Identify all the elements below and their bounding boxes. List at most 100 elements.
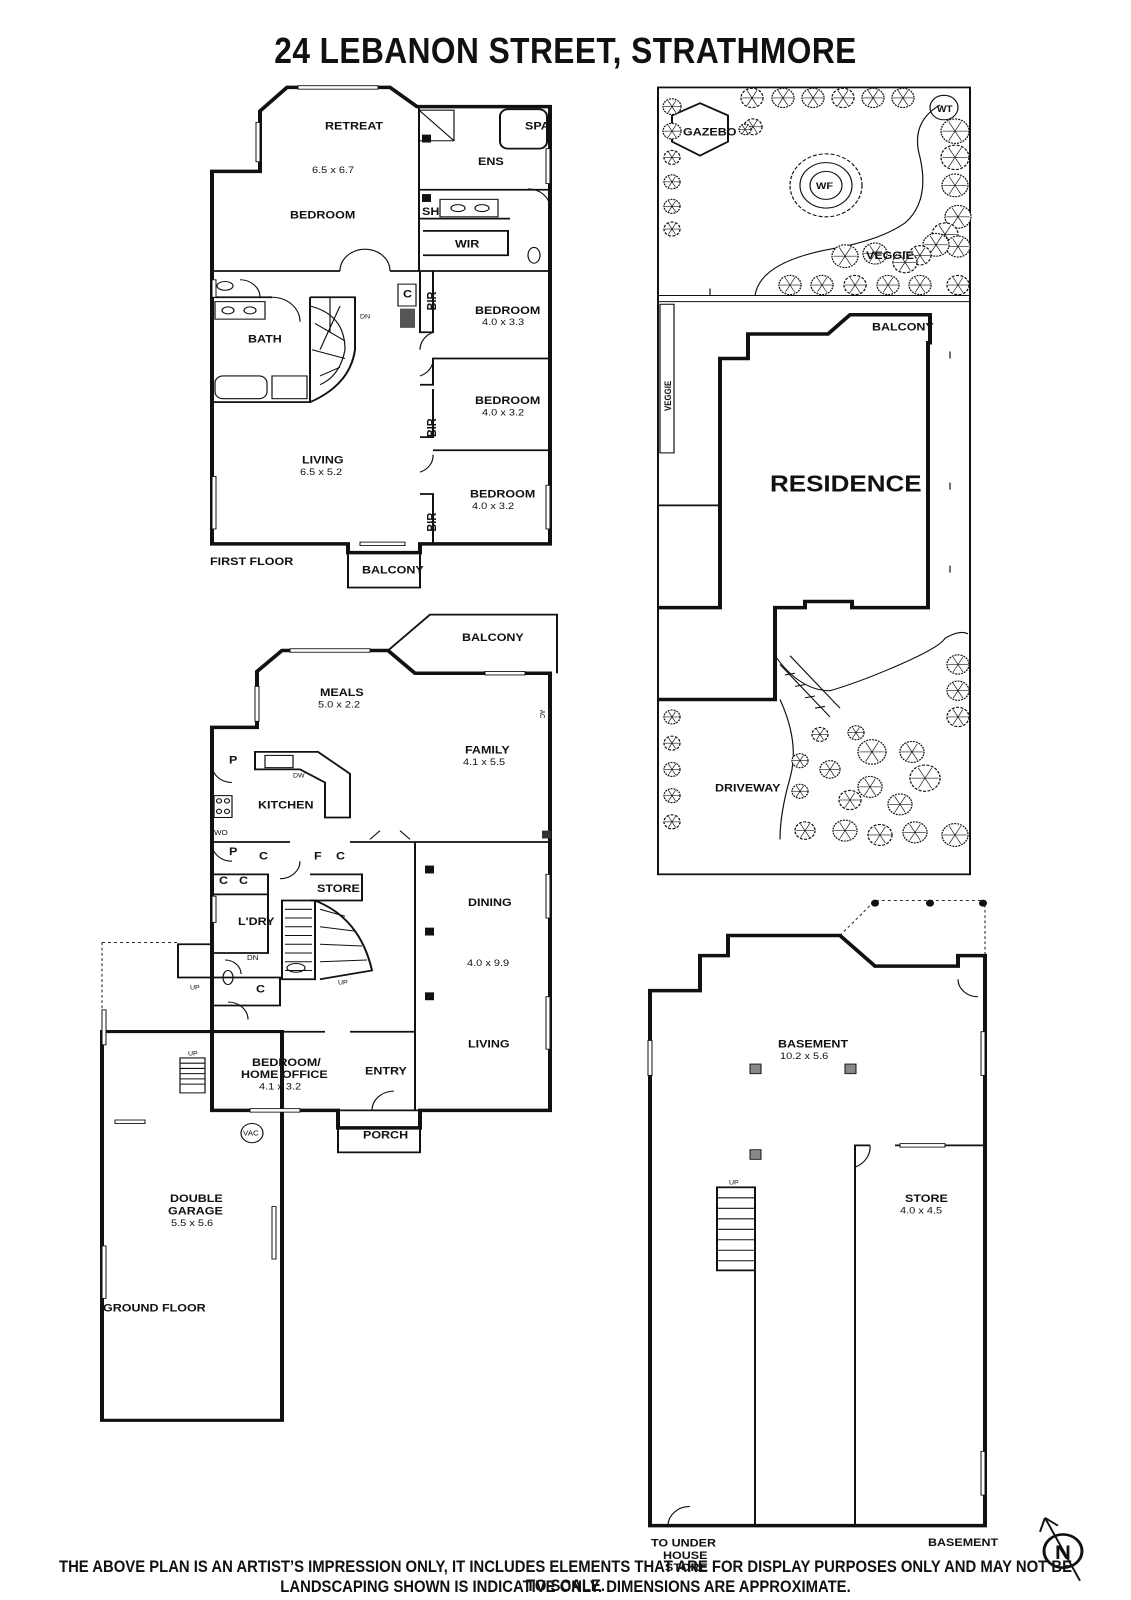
ff-bedroom2-dim: 4.0 x 3.3 — [482, 318, 524, 328]
tree-branch — [668, 228, 673, 235]
tree-branch — [948, 130, 956, 141]
tree-branch — [852, 727, 857, 733]
tree-branch — [837, 90, 844, 99]
gazebo — [671, 102, 729, 157]
tree-branch — [671, 228, 676, 235]
tree-branch — [671, 151, 676, 158]
tree-branch — [914, 284, 921, 293]
ff-bedroom4-dim: 4.0 x 3.2 — [472, 501, 514, 511]
site-residence-label: RESIDENCE — [770, 472, 922, 497]
ff-wir-label: WIR — [455, 238, 480, 250]
site-wt-label: WT — [937, 104, 953, 114]
tree-branch — [914, 247, 921, 256]
tree-branch — [829, 769, 835, 777]
gf-entry-label: ENTRY — [365, 1065, 407, 1077]
tree-branch — [872, 97, 879, 106]
tree-branch — [957, 246, 964, 255]
tree-branch — [777, 90, 784, 99]
gf-dw-label: DW — [293, 773, 305, 780]
first-floor-plan — [210, 85, 552, 589]
tree-branch — [796, 791, 801, 797]
basement-outer-wall — [648, 933, 987, 1528]
site-wf-label: WF — [816, 181, 833, 191]
tree-branch — [789, 284, 796, 293]
bath-shower — [271, 375, 308, 400]
tree-branch — [871, 742, 879, 753]
tree-branch — [957, 709, 964, 718]
ff-bedroom2-label: BEDROOM — [475, 305, 540, 317]
ff-bir1-label: BIR — [425, 291, 439, 310]
tree-branch — [784, 277, 791, 286]
tree-branch — [874, 245, 881, 254]
gf-garage-label2: GARAGE — [168, 1205, 223, 1217]
tree-branch — [954, 130, 962, 141]
gf-bedroom-office-label: BEDROOM/ — [252, 1056, 322, 1068]
tree-branch — [671, 100, 677, 107]
bsmt-up-label: UP — [729, 1180, 739, 1187]
gf-kitchen-label: KITCHEN — [258, 799, 314, 811]
tree-branch — [816, 728, 821, 735]
bsmt-basement-label: BASEMENT — [778, 1038, 849, 1050]
tree-branch — [668, 151, 673, 158]
gf-living-label: LIVING — [468, 1038, 510, 1050]
gf-dining-label: DINING — [468, 896, 512, 908]
gf-up3-label: UP — [188, 1051, 198, 1058]
tree-branch — [944, 225, 952, 235]
tree-branch — [816, 277, 823, 286]
tree-branch — [855, 727, 860, 733]
ff-ens-label: ENS — [478, 156, 504, 168]
tree-branch — [799, 755, 804, 761]
gf-c1-label: C — [259, 850, 269, 862]
tree-branch — [906, 743, 913, 753]
tree-branch — [909, 832, 916, 841]
tree-branch — [879, 826, 886, 836]
tree-branch — [871, 751, 879, 762]
retreat-doors — [339, 248, 391, 272]
tree-branch — [667, 100, 673, 107]
tree-branch — [902, 97, 909, 106]
wir-walls — [423, 229, 509, 257]
tree-branch — [751, 97, 758, 106]
store-wall — [310, 873, 363, 902]
tree-branch — [849, 277, 856, 286]
kitchen-walls — [212, 841, 550, 1111]
tree-branch — [952, 664, 959, 673]
tree-branch — [948, 147, 956, 158]
gf-bedroom-office-label2: HOME OFFICE — [241, 1069, 328, 1081]
tree-branch — [844, 256, 852, 266]
tree-branch — [852, 732, 857, 739]
tree-branch — [844, 792, 851, 801]
ff-spa-label: SPA — [525, 120, 550, 132]
tree-branch — [914, 832, 921, 841]
residence-outline — [658, 313, 932, 702]
tree-branch — [849, 284, 856, 293]
tree-branch — [819, 728, 824, 735]
gf-main-stair — [281, 899, 374, 981]
tree-branch — [668, 790, 673, 796]
tree-branch — [746, 90, 753, 99]
page-title: 24 LEBANON STREET, STRATHMORE — [274, 30, 857, 71]
tree-branch — [919, 255, 926, 263]
side-veggie-bed — [659, 303, 675, 454]
porch — [337, 1109, 421, 1154]
tree-branch — [957, 656, 964, 665]
tree-branch — [777, 97, 784, 106]
tree-branch — [748, 120, 754, 127]
tree-branch — [784, 284, 791, 293]
basement-label: BASEMENT — [928, 1536, 999, 1548]
tree-branch — [796, 785, 801, 792]
tree-branch — [671, 200, 676, 207]
tree-branch — [865, 751, 873, 762]
tree-branch — [904, 262, 911, 271]
tree-branch — [882, 277, 889, 286]
tree-branch — [842, 97, 849, 106]
tree-branch — [954, 825, 962, 836]
basement-terrace-dashed — [839, 900, 986, 956]
gf-up2-label: UP — [190, 985, 200, 992]
tree-branch — [671, 157, 676, 163]
basement-plan — [647, 899, 987, 1528]
tree-branch — [911, 743, 918, 753]
tree-branch — [917, 777, 926, 789]
tree-branch — [671, 206, 676, 212]
tree-branch — [668, 157, 673, 163]
